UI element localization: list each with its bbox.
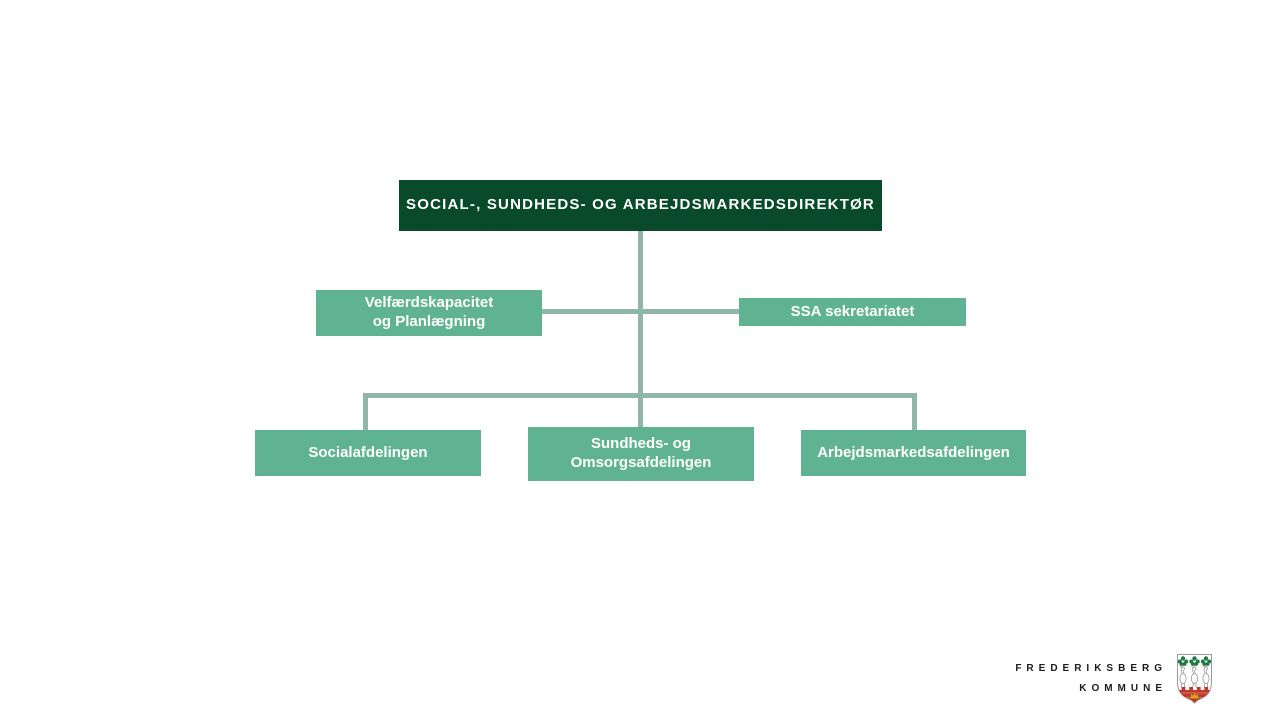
crown: [1190, 692, 1199, 699]
node-velfaerdskapacitet-og-planlaegning: Velfærdskapacitet og Planlægning: [316, 290, 542, 336]
frederiksberg-kommune-logo: FREDERIKSBERG KOMMUNE: [995, 652, 1215, 706]
connector-drop-socialafdelingen: [363, 393, 368, 430]
municipality-name-line2: KOMMUNE: [1079, 683, 1167, 694]
node-sundheds-og-omsorgsafdelingen: Sundheds- og Omsorgsafdelingen: [528, 427, 754, 481]
tree-foliage: [1177, 656, 1212, 666]
connector-staff-horizontal: [542, 309, 739, 314]
connector-director-vertical: [638, 231, 643, 427]
connector-drop-arbejdsmarkedsafdelingen: [912, 393, 917, 430]
node-ssa-sekretariatet: SSA sekretariatet: [739, 298, 966, 326]
municipality-name-line1: FREDERIKSBERG: [1015, 663, 1167, 674]
node-socialafdelingen: Socialafdelingen: [255, 430, 481, 476]
node-arbejdsmarkedsafdelingen: Arbejdsmarkedsafdelingen: [801, 430, 1026, 476]
connector-departments-horizontal: [363, 393, 917, 398]
municipality-name: FREDERIKSBERG KOMMUNE: [1015, 664, 1162, 694]
frederiksberg-coat-of-arms-icon: [1177, 654, 1212, 704]
node-director: SOCIAL-, SUNDHEDS- OG ARBEJDSMARKEDSDIRE…: [399, 180, 882, 231]
